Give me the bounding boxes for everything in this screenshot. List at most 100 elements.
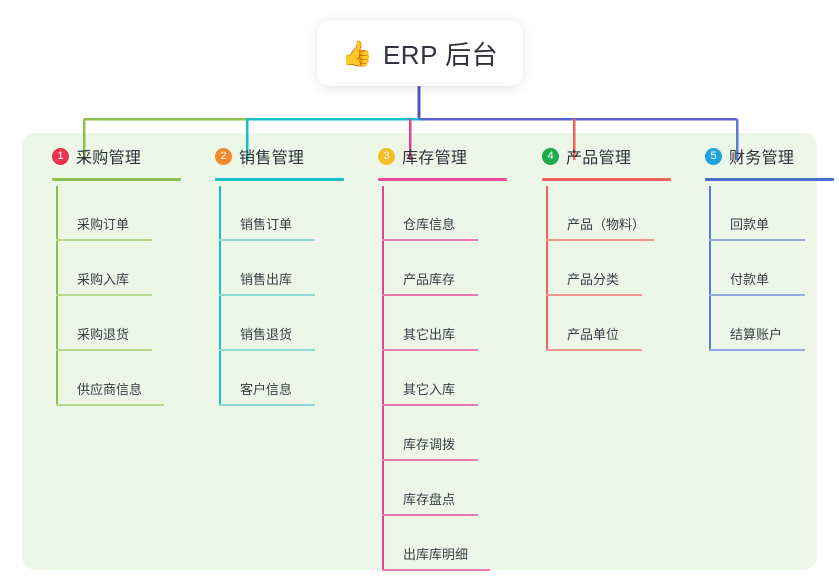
branch-item-underline xyxy=(219,349,315,351)
branch-item-underline xyxy=(382,569,490,571)
branch-item[interactable]: 其它出库 xyxy=(382,296,526,351)
branch-item[interactable]: 采购入库 xyxy=(56,241,200,296)
branch-item-label: 供应商信息 xyxy=(77,382,143,397)
branch-title: 采购管理 xyxy=(76,150,142,167)
branch-item-underline xyxy=(219,404,315,406)
branch-header[interactable]: 2 销售管理 xyxy=(200,133,363,179)
branch-item[interactable]: 结算账户 xyxy=(709,296,839,351)
branch-item-underline xyxy=(219,294,315,296)
branch-item-underline xyxy=(546,294,642,296)
branch-item-underline xyxy=(546,349,642,351)
branch-item[interactable]: 产品分类 xyxy=(546,241,690,296)
root-node[interactable]: 👍 ERP 后台 xyxy=(317,20,523,86)
branch-item-label: 采购订单 xyxy=(77,217,130,232)
branch-item[interactable]: 仓库信息 xyxy=(382,186,526,241)
branch-header[interactable]: 5 财务管理 xyxy=(690,133,839,179)
branch-item-underline xyxy=(546,239,654,241)
branch-item-list: 采购订单采购入库采购退货供应商信息 xyxy=(37,186,200,406)
branch-header[interactable]: 4 产品管理 xyxy=(527,133,690,179)
branch-title: 产品管理 xyxy=(566,150,632,167)
branch-item-label: 产品分类 xyxy=(567,272,620,287)
branch-underline xyxy=(52,178,181,181)
branch-item[interactable]: 采购订单 xyxy=(56,186,200,241)
branch-spine xyxy=(219,186,221,406)
branch-item-label: 出库库明细 xyxy=(403,547,469,562)
branch-item[interactable]: 销售订单 xyxy=(219,186,363,241)
branch-item-label: 销售订单 xyxy=(240,217,293,232)
branch-item[interactable]: 回款单 xyxy=(709,186,839,241)
branch-header[interactable]: 3 库存管理 xyxy=(363,133,526,179)
branch-item[interactable]: 付款单 xyxy=(709,241,839,296)
branch-item[interactable]: 客户信息 xyxy=(219,351,363,406)
branch-item-label: 销售退货 xyxy=(240,327,293,342)
branch-item-underline xyxy=(56,404,164,406)
branch-item-list: 产品（物料） 产品分类产品单位 xyxy=(527,186,690,351)
branch-item[interactable]: 销售出库 xyxy=(219,241,363,296)
branch-number-badge: 4 xyxy=(542,147,559,165)
branch-item-label: 结算账户 xyxy=(730,327,783,342)
thumbs-up-icon: 👍 xyxy=(341,39,373,68)
branch-column: 5 财务管理回款单付款单结算账户 xyxy=(690,133,839,351)
branch-column: 2 销售管理销售订单销售出库销售退货客户信息 xyxy=(200,133,363,406)
branch-underline xyxy=(705,178,834,181)
branch-item-underline xyxy=(382,239,478,241)
branch-spine xyxy=(382,186,384,571)
branch-item[interactable]: 销售退货 xyxy=(219,296,363,351)
branch-item-underline xyxy=(56,349,152,351)
root-title: ERP 后台 xyxy=(382,39,499,70)
branch-item-underline xyxy=(382,514,478,516)
branch-spine xyxy=(56,186,58,406)
branch-underline xyxy=(542,178,671,181)
branch-item-underline xyxy=(382,404,478,406)
branch-item-label: 库存调拨 xyxy=(403,437,456,452)
branch-header[interactable]: 1 采购管理 xyxy=(37,133,200,179)
branch-item-underline xyxy=(709,349,805,351)
branch-title: 销售管理 xyxy=(239,150,305,167)
branch-item[interactable]: 采购退货 xyxy=(56,296,200,351)
branch-number-badge: 3 xyxy=(378,147,395,165)
branch-item-underline xyxy=(382,459,478,461)
branch-column: 3 库存管理仓库信息产品库存其它出库其它入库库存调拨库存盘点出库库明细 xyxy=(363,133,526,571)
branch-item[interactable]: 库存调拨 xyxy=(382,406,526,461)
branch-item-label: 库存盘点 xyxy=(403,492,456,507)
branch-item-underline xyxy=(382,294,478,296)
branch-item[interactable]: 供应商信息 xyxy=(56,351,200,406)
branch-item-underline xyxy=(56,239,152,241)
branch-item[interactable]: 产品库存 xyxy=(382,241,526,296)
branch-spine xyxy=(546,186,548,351)
branch-item-underline xyxy=(709,294,805,296)
branch-item[interactable]: 库存盘点 xyxy=(382,461,526,516)
branch-underline xyxy=(215,178,344,181)
branch-item[interactable]: 出库库明细 xyxy=(382,516,526,571)
branches-panel xyxy=(22,133,817,570)
branch-item-underline xyxy=(709,239,805,241)
branch-item[interactable]: 产品（物料） xyxy=(546,186,690,241)
branch-item-label: 产品（物料） xyxy=(567,217,646,232)
branch-item-underline xyxy=(382,349,478,351)
branch-item-label: 客户信息 xyxy=(240,382,293,397)
branch-item-label: 仓库信息 xyxy=(403,217,456,232)
branch-columns: 1 采购管理采购订单采购入库采购退货供应商信息 2 销售管理销售订单销售出库销售退货客… xyxy=(0,133,839,571)
branch-spine xyxy=(709,186,711,351)
branch-item-underline xyxy=(219,239,315,241)
branch-column: 4 产品管理产品（物料） 产品分类产品单位 xyxy=(527,133,690,351)
branch-number-badge: 2 xyxy=(215,147,232,165)
branch-item-label: 采购退货 xyxy=(77,327,130,342)
branch-item-label: 回款单 xyxy=(730,217,770,232)
branch-item-label: 销售出库 xyxy=(240,272,293,287)
branch-item-list: 仓库信息产品库存其它出库其它入库库存调拨库存盘点出库库明细 xyxy=(363,186,526,571)
branch-item[interactable]: 其它入库 xyxy=(382,351,526,406)
branch-title: 财务管理 xyxy=(729,150,795,167)
branch-item-label: 产品库存 xyxy=(403,272,456,287)
branch-item-label: 采购入库 xyxy=(77,272,130,287)
branch-item[interactable]: 产品单位 xyxy=(546,296,690,351)
branch-item-list: 回款单付款单结算账户 xyxy=(690,186,839,351)
branch-item-list: 销售订单销售出库销售退货客户信息 xyxy=(200,186,363,406)
branch-underline xyxy=(378,178,507,181)
branch-number-badge: 5 xyxy=(705,147,722,165)
branch-title: 库存管理 xyxy=(402,150,468,167)
branch-number-badge: 1 xyxy=(52,147,69,165)
branch-item-label: 付款单 xyxy=(730,272,770,287)
branch-column: 1 采购管理采购订单采购入库采购退货供应商信息 xyxy=(37,133,200,406)
